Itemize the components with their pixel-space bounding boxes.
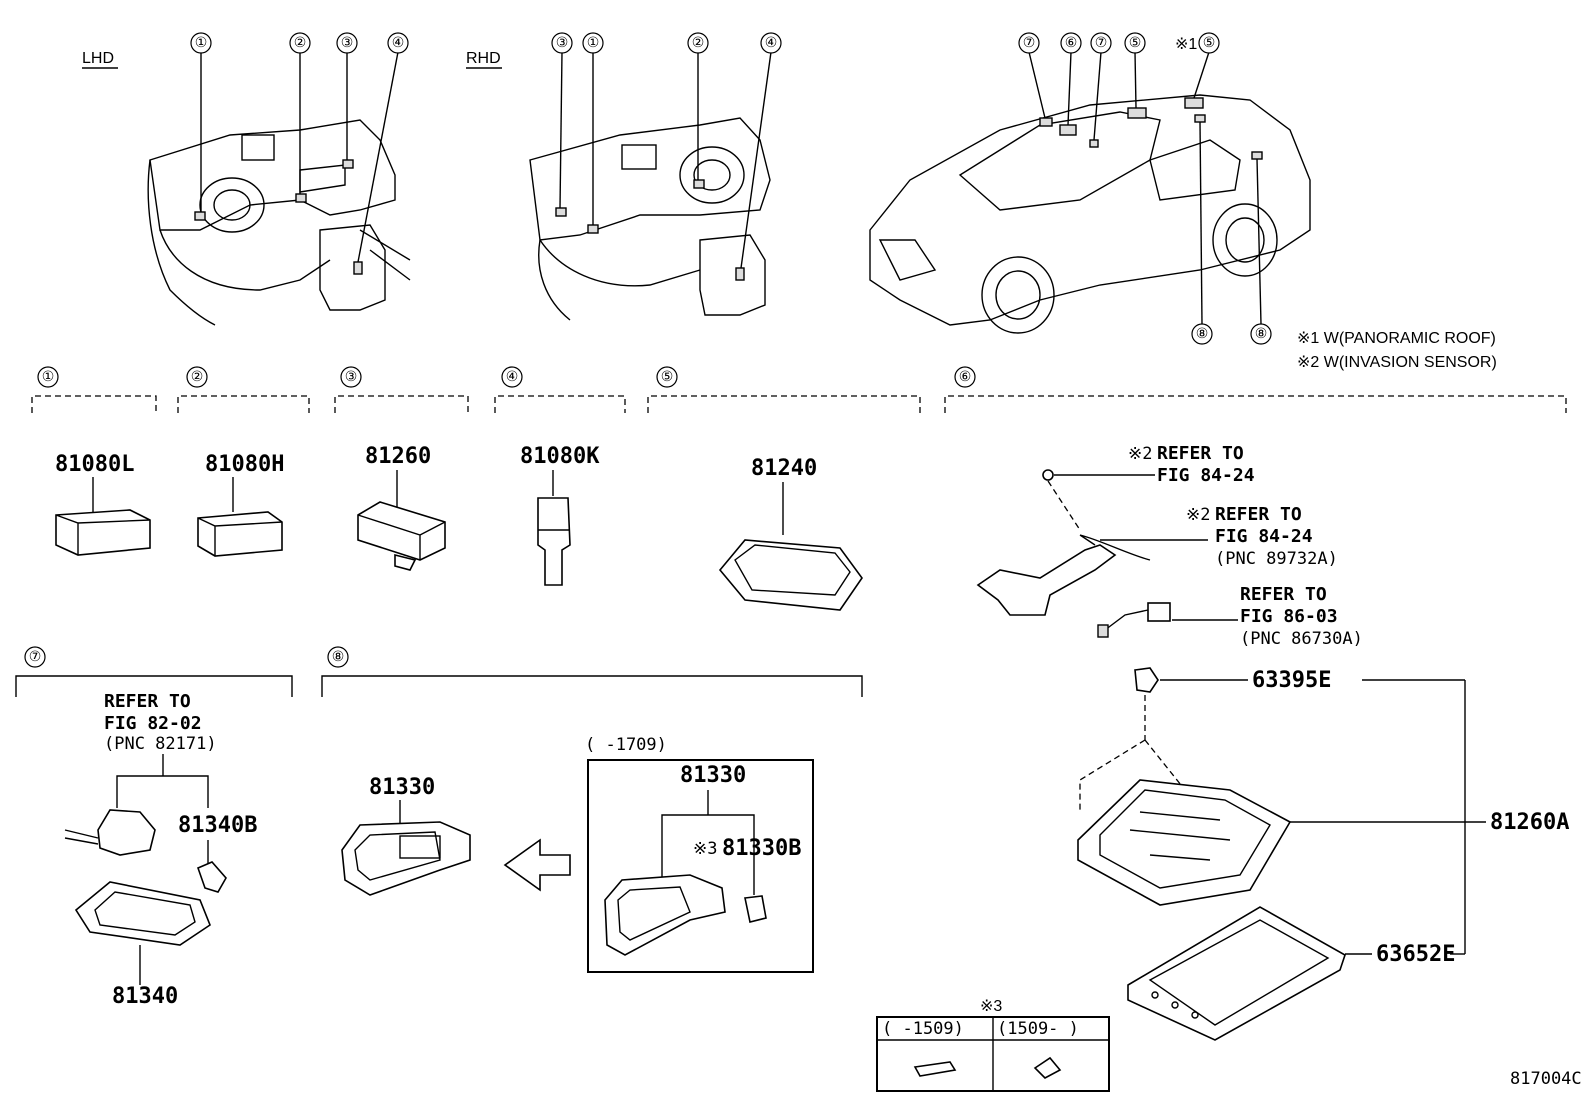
part-81080H: 81080H: [197, 452, 284, 557]
bulb-table-title: ※3: [980, 998, 1002, 1015]
lhd-callout-4: ④: [392, 35, 405, 51]
lhd-dashboard-illustration: LHD ① ② ③ ④: [82, 32, 411, 326]
lhd-callout-3: ③: [341, 35, 354, 51]
ref3-line3: (PNC 86730A): [1240, 629, 1363, 649]
car-callout-5a: ⑤: [1129, 35, 1142, 51]
overhead-console-assembly: 63395E 81260A 63652E: [1077, 667, 1569, 1041]
ref4-line1: REFER TO: [104, 691, 191, 712]
part-81080L: 81080L: [55, 452, 151, 556]
lhd-label: LHD: [82, 50, 114, 67]
vehicle-illustration: ⑦ ⑥ ⑦ ⑤ ※1 ⑤ ⑧ ⑧: [869, 32, 1311, 345]
part-81080K: 81080K: [520, 444, 600, 586]
lhd-callout-1: ①: [195, 35, 208, 51]
car-callout-8a: ⑧: [1196, 326, 1209, 342]
part-number-81330B: 81330B: [722, 836, 801, 861]
ref2-line3: (PNC 89732A): [1215, 549, 1338, 569]
car-callout-7a: ⑦: [1023, 35, 1036, 51]
section-brackets-row2: ⑦ ⑧: [15, 646, 863, 697]
car-callout-5b: ⑤: [1203, 35, 1216, 51]
ref1-line1: REFER TO: [1157, 443, 1244, 464]
rhd-callout-3: ③: [556, 35, 569, 51]
part-81260: 81260: [357, 444, 446, 571]
wedge-bulb-icon: [1033, 1056, 1062, 1079]
section-7-callout: ⑦: [29, 649, 42, 665]
part-number-81080K: 81080K: [520, 444, 600, 469]
part-number-81080H: 81080H: [205, 452, 284, 477]
section-4-callout: ④: [506, 369, 519, 385]
section-7-parts: REFER TO FIG 82-02 (PNC 82171) 81340B 81…: [64, 691, 257, 1009]
section-2-callout: ②: [191, 369, 204, 385]
ref2-line1: REFER TO: [1215, 504, 1302, 525]
part-number-81080L: 81080L: [55, 452, 134, 477]
car-callout-6: ⑥: [1065, 35, 1078, 51]
diagram-id: 817004C: [1510, 1069, 1582, 1089]
part-number-81330-left: 81330: [369, 775, 435, 800]
bulb-table-col2: (1509- ): [997, 1019, 1079, 1039]
ref3-line2: FIG 86-03: [1240, 606, 1338, 627]
revision-box: [587, 759, 814, 973]
arrow-icon: [503, 838, 571, 892]
rhd-callout-1: ①: [587, 35, 600, 51]
part-number-81340: 81340: [112, 984, 178, 1009]
part-81330B-prefix: ※3: [693, 839, 717, 859]
car-callout-note1: ※1: [1175, 36, 1197, 53]
section-6-callout: ⑥: [959, 369, 972, 385]
section-3-callout: ③: [345, 369, 358, 385]
car-callout-7b: ⑦: [1095, 35, 1108, 51]
part-number-81340B: 81340B: [178, 813, 257, 838]
legend-note-2: ※2 W(INVASION SENSOR): [1297, 354, 1497, 371]
revision-box-date: ( -1709): [585, 735, 667, 755]
rhd-label: RHD: [466, 50, 501, 67]
part-number-63652E: 63652E: [1376, 942, 1455, 967]
part-number-63395E: 63395E: [1252, 668, 1331, 693]
part-number-81240: 81240: [751, 456, 817, 481]
bulb-table-col1: ( -1509): [882, 1019, 964, 1039]
rhd-dashboard-illustration: RHD ③ ① ② ④: [466, 32, 782, 321]
bulb-table: ※3 ( -1509) (1509- ): [876, 998, 1110, 1092]
car-callout-8b: ⑧: [1255, 326, 1268, 342]
section-brackets-row1: ① ② ③ ④ ⑤ ⑥: [31, 366, 1567, 413]
lhd-callout-2: ②: [294, 35, 307, 51]
section-8-parts: 81330 ( -1709) 81330 ※3 81330B: [341, 735, 814, 973]
ref4-line3: (PNC 82171): [104, 734, 217, 754]
ref2-prefix: ※2: [1186, 505, 1210, 525]
part-number-81260A: 81260A: [1490, 810, 1569, 835]
ref3-line1: REFER TO: [1240, 584, 1327, 605]
rhd-callout-4: ④: [765, 35, 778, 51]
part-81240: 81240: [718, 456, 863, 611]
ref4-line2: FIG 82-02: [104, 713, 202, 734]
part-number-81260: 81260: [365, 444, 431, 469]
ref2-line2: FIG 84-24: [1215, 526, 1313, 547]
ref1-line2: FIG 84-24: [1157, 465, 1255, 486]
part-number-81330-box: 81330: [680, 763, 746, 788]
rhd-callout-2: ②: [692, 35, 705, 51]
section-8-callout: ⑧: [332, 649, 345, 665]
section-1-callout: ①: [42, 369, 55, 385]
section-5-callout: ⑤: [661, 369, 674, 385]
festoon-bulb-icon: [913, 1061, 957, 1077]
ref1-prefix: ※2: [1128, 444, 1152, 464]
legend-note-1: ※1 W(PANORAMIC ROOF): [1297, 330, 1496, 347]
section-6-references: ※2 REFER TO FIG 84-24 ※2 REFER TO FIG 84…: [976, 443, 1363, 649]
